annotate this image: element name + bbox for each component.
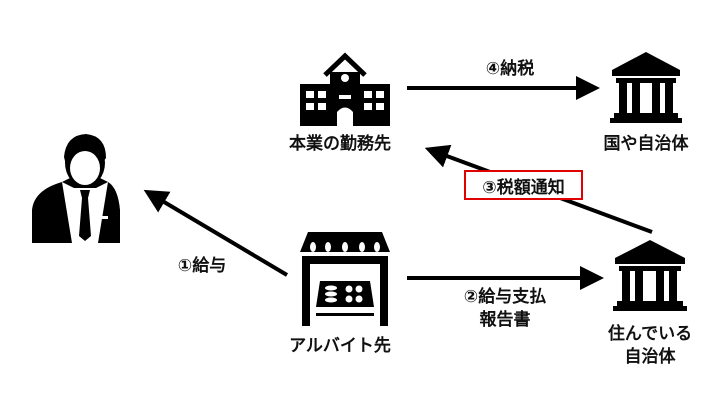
local-government-label-line2: 自治体: [624, 346, 676, 367]
businessperson-icon: [32, 134, 120, 243]
payment-report-label-line1: ②給与支払: [463, 287, 547, 307]
arrow-salary: [143, 189, 289, 277]
local-government-label: 住んでいる 自治体: [608, 323, 692, 369]
government-label: 国や自治体: [603, 134, 689, 154]
local-government-building-icon: [613, 240, 687, 311]
tax-payment-label: ④納税: [485, 59, 535, 79]
main-employer-label: 本業の勤務先: [289, 134, 391, 154]
office-building-icon: [300, 52, 390, 126]
salary-label: ①給与: [177, 256, 227, 276]
payment-report-label-line2: 報告書: [479, 309, 531, 330]
part-time-label: アルバイト先: [289, 336, 391, 356]
local-government-label-line1: 住んでいる: [607, 324, 693, 344]
shop-icon: [300, 232, 390, 326]
payment-report-label: ②給与支払 報告書: [464, 286, 546, 332]
government-building-icon: [610, 52, 682, 123]
tax-notice-label: ③税額通知: [464, 170, 583, 200]
